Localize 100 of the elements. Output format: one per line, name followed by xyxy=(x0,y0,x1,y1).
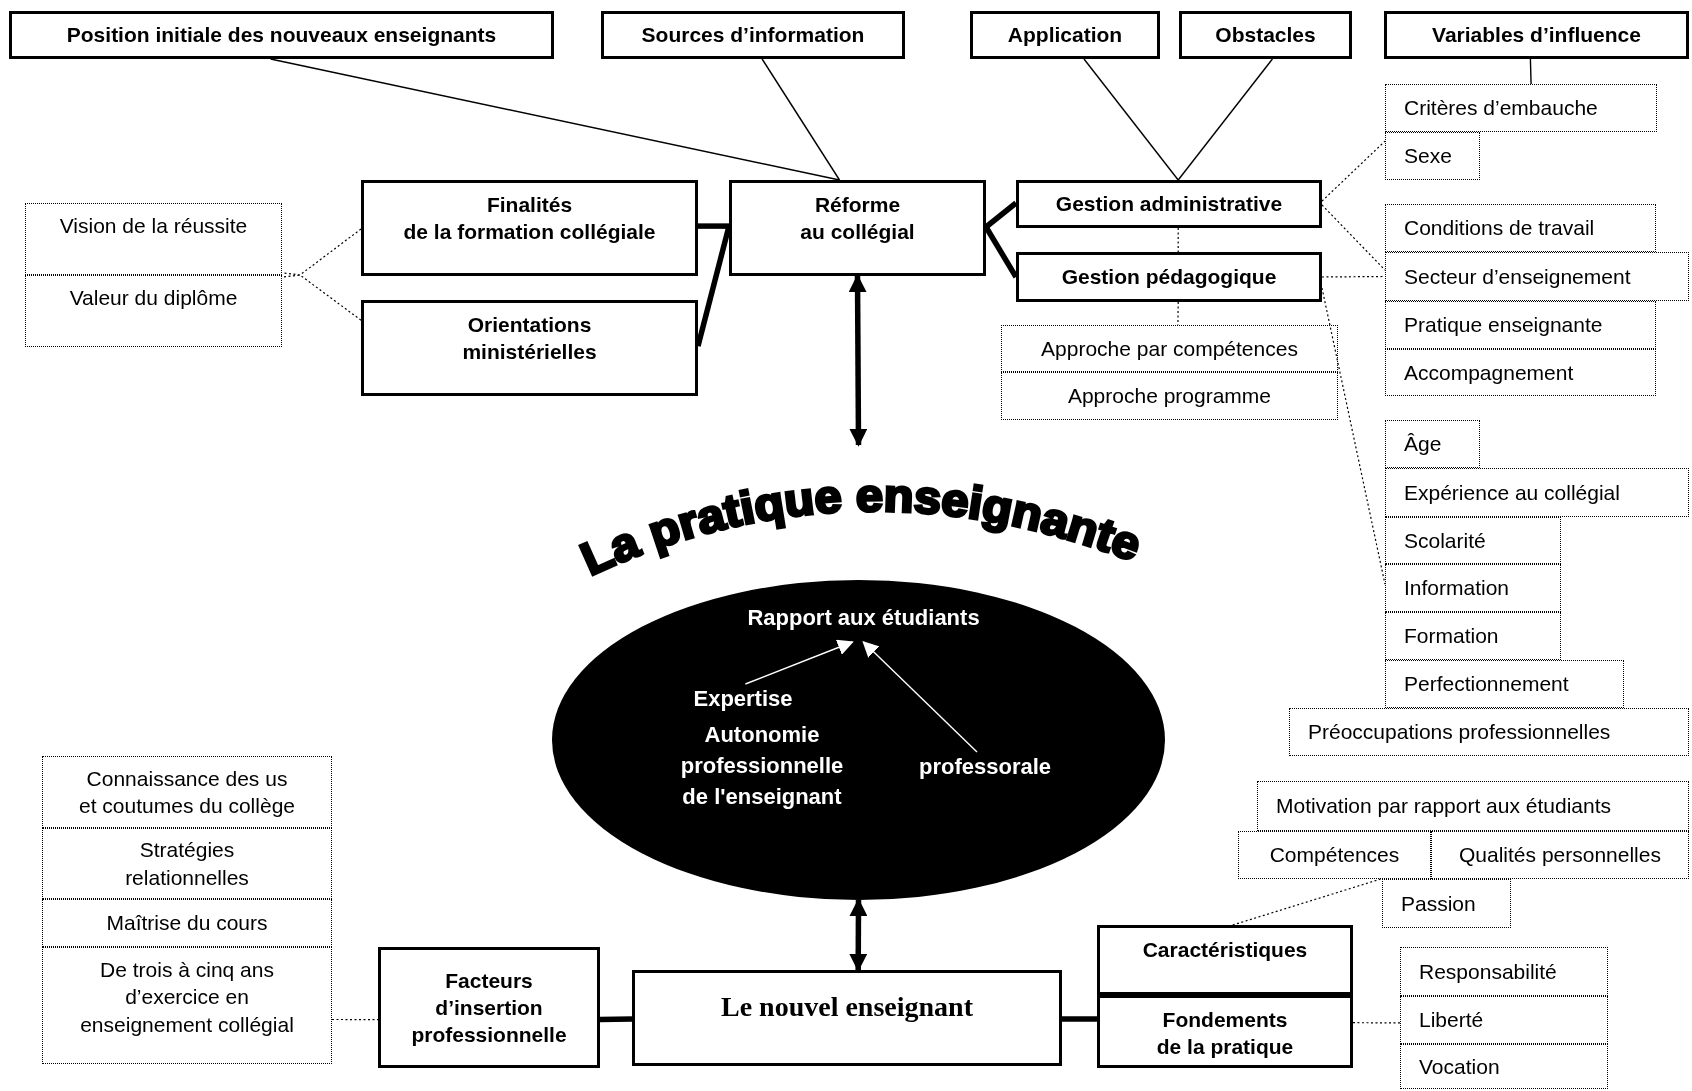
dotted-box xyxy=(42,756,332,828)
concept-box xyxy=(729,180,986,276)
ellipse-text: professorale xyxy=(905,752,1065,786)
concept-box xyxy=(632,970,1062,1066)
connector-line xyxy=(698,223,729,229)
box-label: Caractéristiques xyxy=(1142,937,1308,963)
ellipse-text: Expertise xyxy=(683,684,803,720)
connector-line xyxy=(761,58,841,181)
dotted-box xyxy=(1382,879,1511,928)
dotted-box xyxy=(1400,996,1608,1044)
box-label: Sources d’information xyxy=(641,22,865,49)
connector-line xyxy=(1321,204,1386,271)
item-label: Formation xyxy=(1404,623,1499,650)
item-label: Qualités personnelles xyxy=(1459,842,1661,869)
item-label: Critères d’embauche xyxy=(1404,95,1598,122)
box-label: Gestion pédagogique xyxy=(1061,264,1277,291)
box-label: Facteurs d’insertion professionnelle xyxy=(411,967,567,1049)
box-label: Application xyxy=(1007,22,1123,49)
ellipse-text: Autonomie professionnelle de l'enseignant xyxy=(679,721,845,811)
dotted-box xyxy=(42,947,332,1064)
dotted-box xyxy=(1385,349,1656,396)
item-label: Approche par compétences xyxy=(1041,335,1298,362)
connector-line xyxy=(1177,58,1274,181)
concept-box xyxy=(1097,925,1353,995)
dotted-box xyxy=(1385,660,1624,708)
concept-box xyxy=(1097,995,1353,1068)
item-label: Liberté xyxy=(1419,1007,1484,1034)
item-label: Vision de la réussite xyxy=(59,213,248,239)
box-label: Position initiale des nouveaux enseignants xyxy=(66,22,497,49)
concept-box xyxy=(378,947,600,1068)
dotted-box xyxy=(1385,132,1480,180)
item-label: Expérience au collégial xyxy=(1404,479,1620,506)
dotted-box xyxy=(25,275,282,347)
dotted-box xyxy=(1400,1044,1608,1089)
box-label: Finalités de la formation collégiale xyxy=(403,192,656,246)
dotted-box xyxy=(42,828,332,899)
dotted-box xyxy=(1385,612,1561,660)
dotted-box xyxy=(1385,517,1561,564)
box-label: Variables d’influence xyxy=(1432,22,1641,49)
item-label: Secteur d’enseignement xyxy=(1404,263,1631,290)
connector-line xyxy=(1177,301,1179,326)
box-label: Fondements de la pratique xyxy=(1156,1007,1294,1061)
dotted-box xyxy=(1289,708,1689,756)
item-label: Vocation xyxy=(1419,1053,1500,1080)
dotted-box xyxy=(42,899,332,947)
connector-line xyxy=(1321,287,1386,585)
concept-box xyxy=(970,11,1160,59)
box-label: Gestion administrative xyxy=(1055,191,1283,218)
dotted-box xyxy=(1257,781,1689,831)
arrow xyxy=(848,274,868,447)
item-label: Passion xyxy=(1401,890,1476,917)
connector-line xyxy=(1321,140,1386,202)
dotted-box xyxy=(1385,301,1656,349)
dotted-box xyxy=(1001,325,1338,372)
item-label: De trois à cinq ans d’exercice en enseignement collégial xyxy=(80,957,294,1038)
connector-line xyxy=(983,225,1019,279)
arrow xyxy=(862,640,978,753)
concept-box xyxy=(601,11,905,59)
dotted-box xyxy=(1385,420,1480,468)
item-label: Approche programme xyxy=(1067,383,1272,410)
item-label: Maîtrise du cours xyxy=(106,910,268,937)
connector-line xyxy=(331,1018,379,1021)
concept-box xyxy=(1016,180,1322,228)
dotted-box xyxy=(25,203,282,275)
item-label: Stratégies relationnelles xyxy=(125,837,249,891)
item-label: Perfectionnement xyxy=(1404,671,1569,698)
dotted-box xyxy=(1001,372,1338,420)
box-label: Le nouvel enseignant xyxy=(721,990,973,1024)
dotted-box xyxy=(1400,947,1608,996)
dotted-box xyxy=(1385,468,1689,517)
item-label: Accompagnement xyxy=(1404,359,1574,386)
connector-line xyxy=(281,274,362,321)
concept-box xyxy=(9,11,554,59)
dotted-box xyxy=(1385,204,1656,252)
dotted-box xyxy=(1385,564,1561,612)
item-label: Information xyxy=(1404,575,1510,602)
connector-line xyxy=(1529,58,1532,85)
item-label: Conditions de travail xyxy=(1404,215,1595,242)
item-label: Pratique enseignante xyxy=(1404,312,1603,339)
concept-box xyxy=(1016,252,1322,302)
item-label: Préoccupations professionnelles xyxy=(1308,719,1611,746)
connector-line xyxy=(984,200,1018,230)
connector-line xyxy=(281,228,362,276)
arrow xyxy=(744,639,854,685)
box-label: Obstacles xyxy=(1215,22,1316,49)
arrow xyxy=(849,898,868,972)
box-label: Réforme au collégial xyxy=(800,192,915,246)
item-label: Valeur du diplôme xyxy=(69,285,238,311)
dotted-box xyxy=(1431,831,1689,879)
dotted-box xyxy=(1238,831,1431,879)
item-label: Scolarité xyxy=(1404,527,1486,554)
item-label: Connaissance des us et coutumes du collège xyxy=(79,765,295,819)
dotted-box xyxy=(1385,252,1689,301)
concept-box xyxy=(361,300,698,396)
item-label: Responsabilité xyxy=(1419,958,1557,985)
connector-line xyxy=(1062,1016,1097,1022)
arched-title: La pratique enseignante xyxy=(572,468,1147,586)
item-label: Compétences xyxy=(1269,842,1400,869)
dotted-box xyxy=(1385,84,1657,132)
connector-line xyxy=(695,225,732,347)
